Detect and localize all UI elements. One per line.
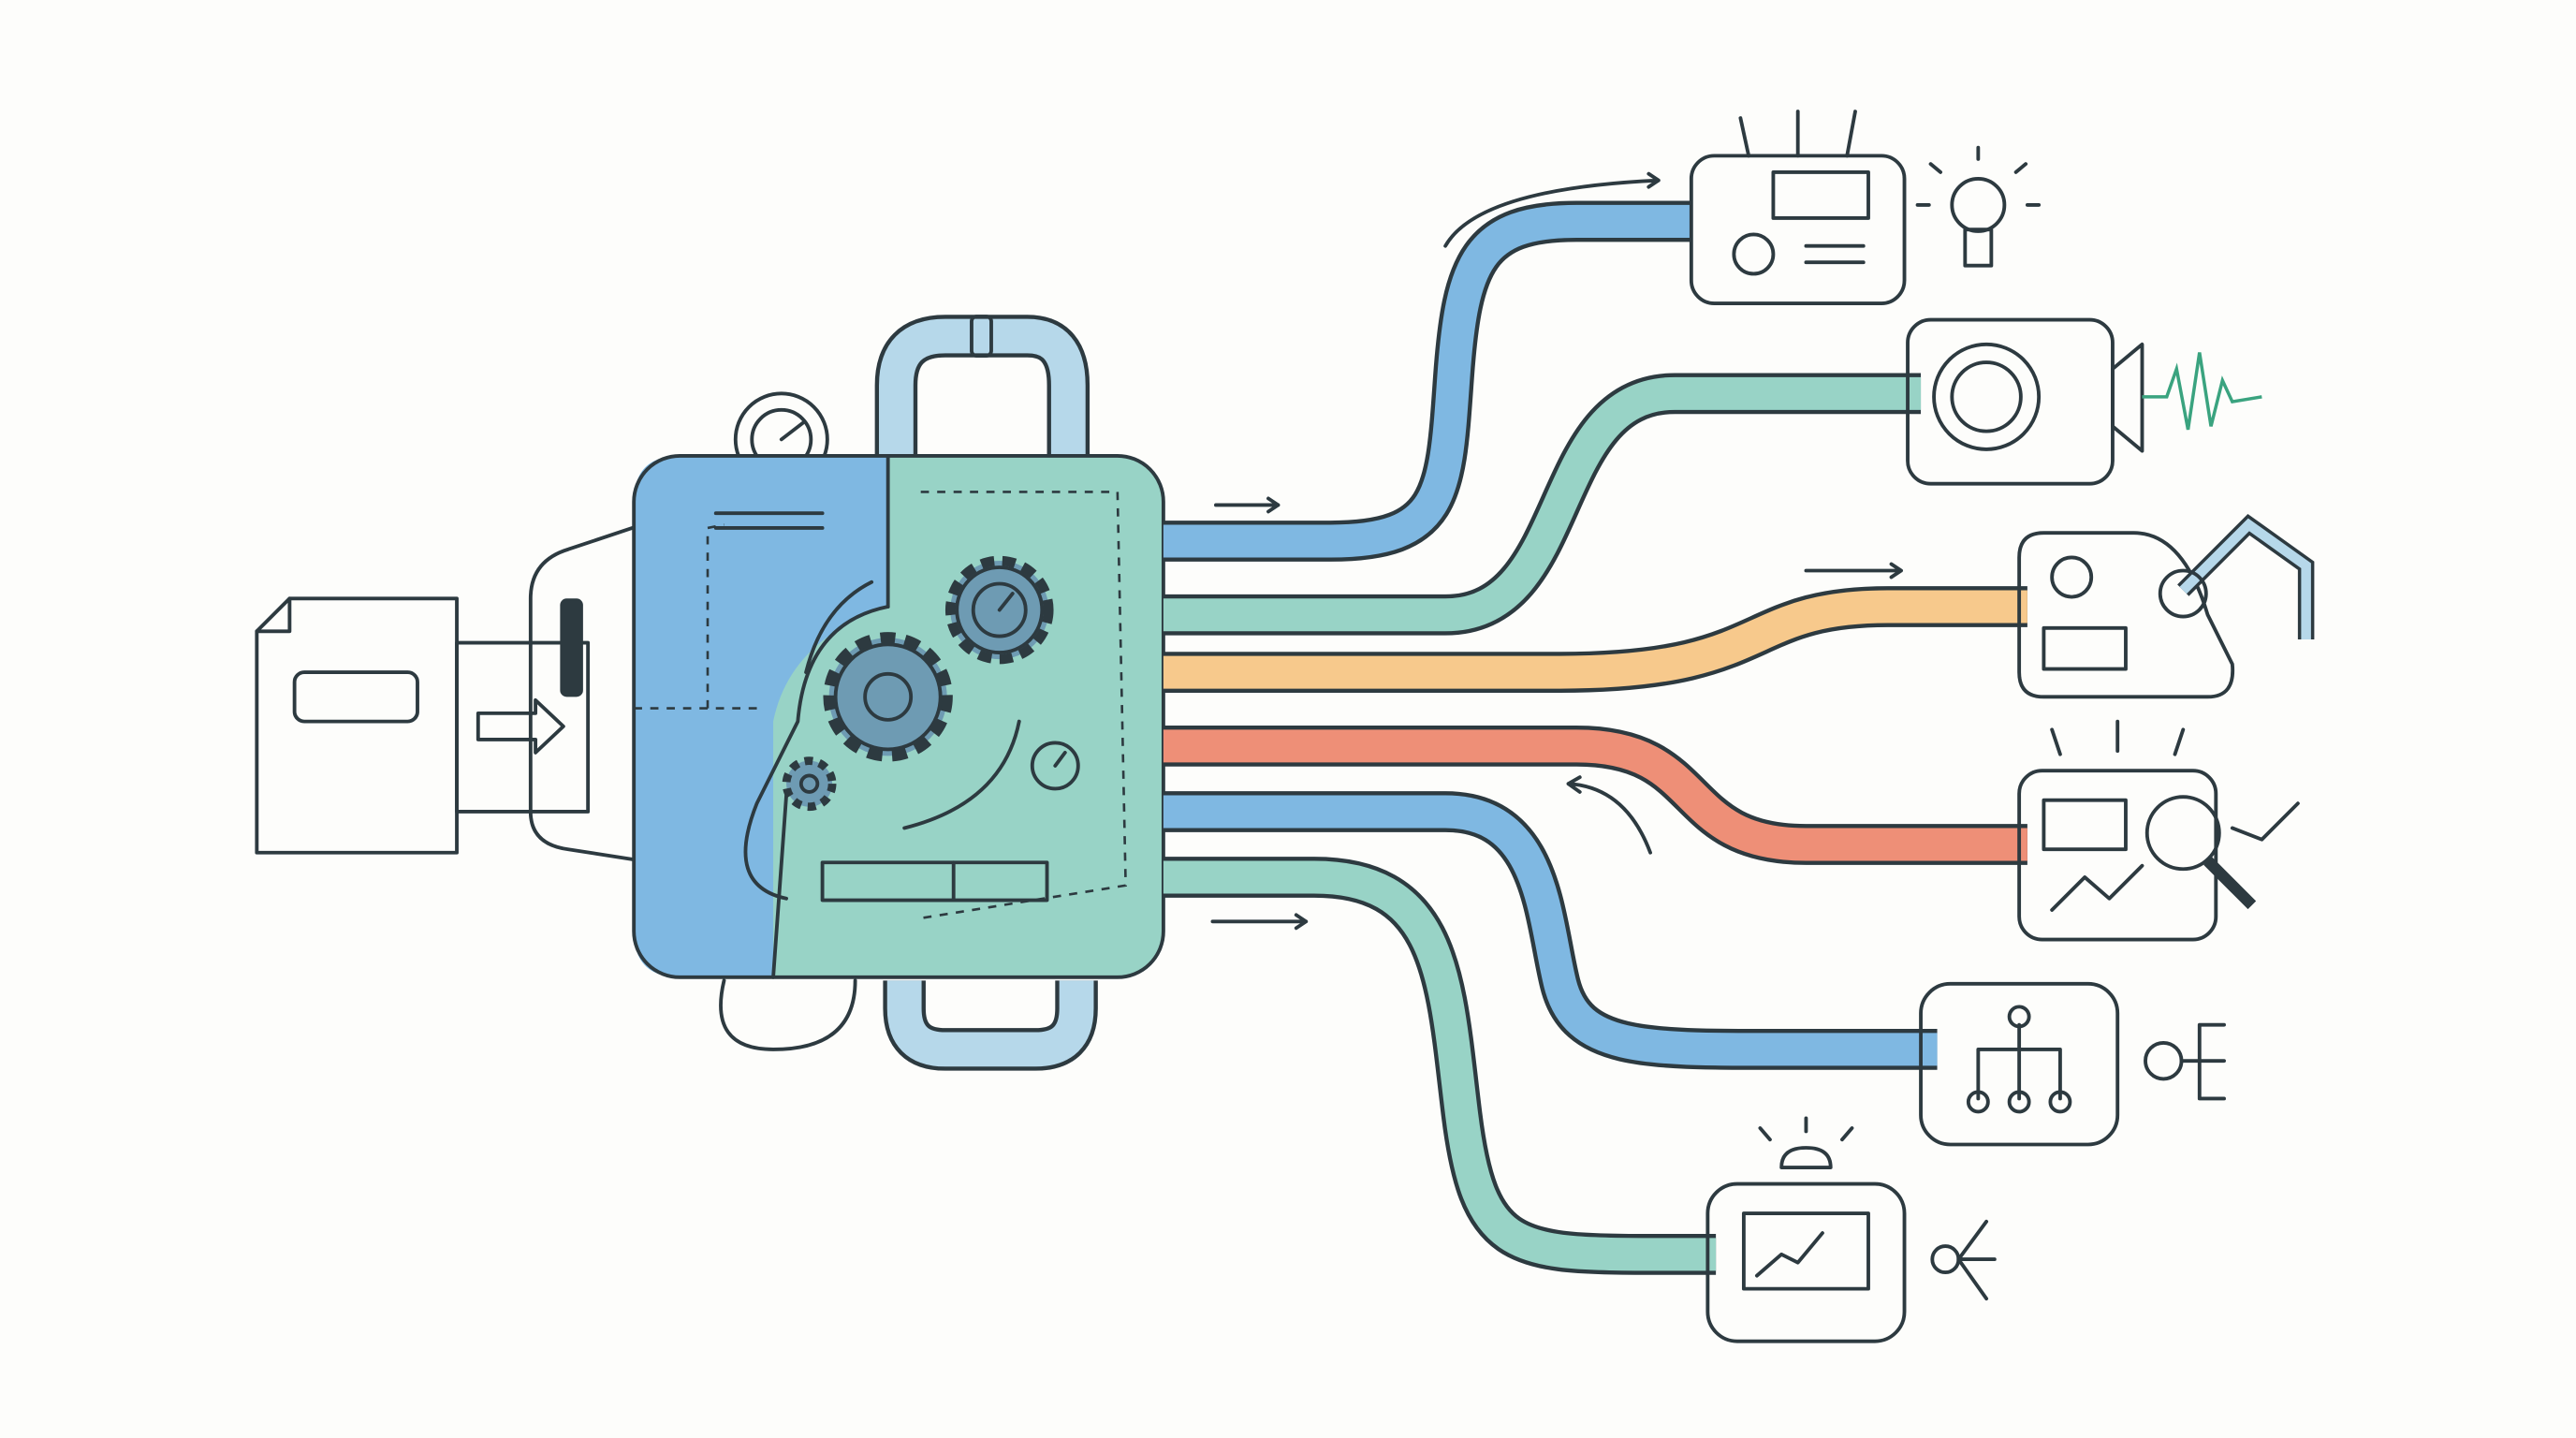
arrow-right-icon bbox=[476, 697, 565, 755]
gear-icon bbox=[823, 632, 953, 762]
camera-icon bbox=[1906, 317, 2144, 486]
robot-arm-icon bbox=[2017, 514, 2315, 699]
monitor-chart-icon bbox=[1705, 1116, 1997, 1343]
pipe-orange bbox=[1163, 590, 2027, 689]
document-icon bbox=[255, 596, 459, 855]
lightbulb-icon bbox=[1915, 145, 2042, 268]
radio-icon bbox=[1689, 110, 1907, 305]
gear-icon bbox=[782, 756, 837, 812]
pipe-blue bbox=[1163, 204, 1691, 558]
pipe-blue-2 bbox=[1163, 795, 1938, 1066]
machine-shell bbox=[528, 522, 644, 863]
input-slot bbox=[455, 640, 591, 814]
waveform-icon bbox=[2142, 352, 2262, 431]
top-handle-pipe bbox=[874, 315, 1090, 460]
processing-machine bbox=[632, 453, 1165, 979]
level-meter bbox=[820, 860, 1049, 902]
magnifier-icon bbox=[2017, 719, 2300, 942]
output-pipes bbox=[1163, 171, 2027, 1275]
pipe-teal bbox=[1163, 376, 1922, 632]
pipe-red bbox=[1163, 729, 2027, 861]
network-icon bbox=[1919, 981, 2226, 1147]
gauge-icon bbox=[1030, 741, 1080, 791]
gear-icon bbox=[944, 555, 1054, 665]
pipe-teal-2 bbox=[1163, 860, 1717, 1271]
